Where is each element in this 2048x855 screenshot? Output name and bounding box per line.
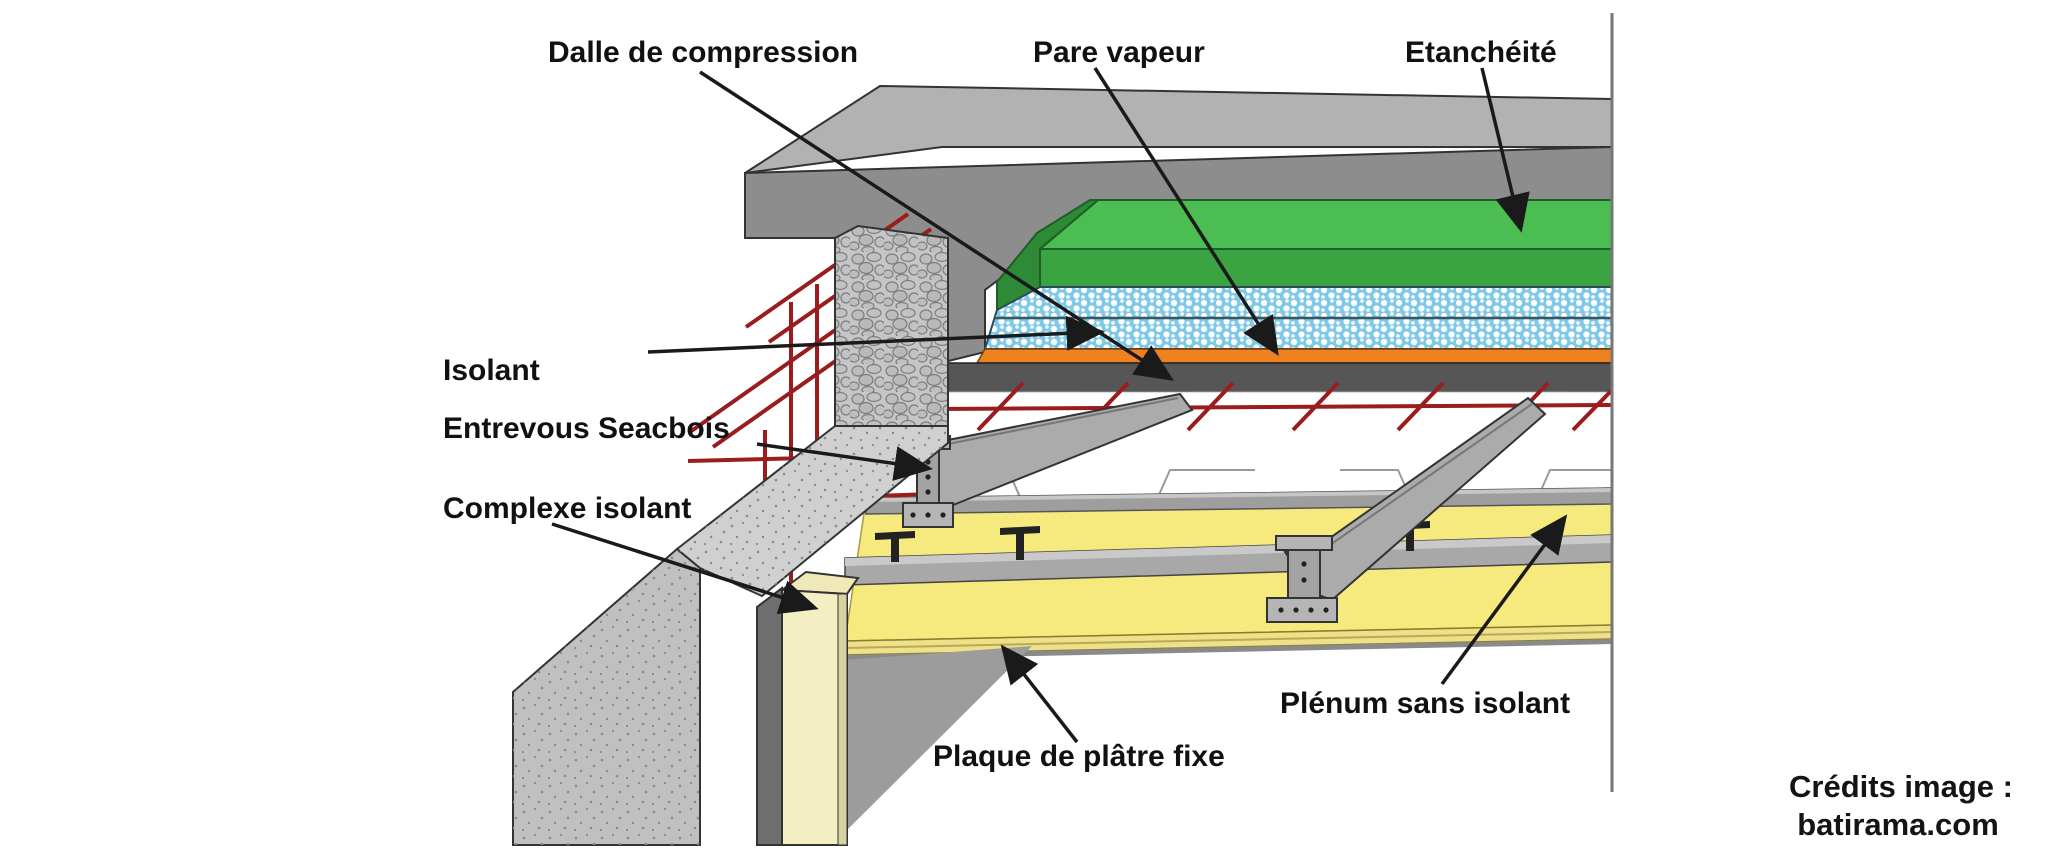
arrow-isolant bbox=[647, 315, 1105, 354]
beam-b-top-flange bbox=[1275, 535, 1333, 551]
label-plenum: Plénum sans isolant bbox=[1280, 687, 1570, 720]
layer-etancheite bbox=[996, 199, 1613, 314]
label-pare-vapeur: Pare vapeur bbox=[1033, 36, 1205, 69]
label-plaque: Plaque de plâtre fixe bbox=[933, 740, 1225, 773]
hanger-icon bbox=[891, 536, 899, 562]
label-isolant: Isolant bbox=[443, 354, 540, 387]
label-complexe: Complexe isolant bbox=[443, 492, 691, 525]
arrow-plenum bbox=[1440, 514, 1568, 686]
credits-line1: Crédits image : bbox=[1789, 769, 2013, 804]
beam-b-web bbox=[1287, 549, 1321, 599]
dalle-front bbox=[874, 362, 1613, 393]
complexe-front-face bbox=[781, 588, 848, 846]
arrow-plaque bbox=[1000, 644, 1079, 744]
complexe-edge-band bbox=[837, 593, 848, 846]
channel-front-lip bbox=[845, 535, 1612, 566]
masonry-pillar bbox=[834, 224, 949, 427]
layer-plaque bbox=[844, 624, 1613, 832]
hanger-icon bbox=[875, 531, 915, 540]
layer-complexe-isolant bbox=[779, 570, 860, 846]
wall-outer-texture bbox=[513, 549, 700, 845]
arrow-pare-vapeur bbox=[1093, 67, 1279, 356]
label-etancheite: Etanchéité bbox=[1405, 36, 1557, 69]
wall-top-texture bbox=[677, 426, 948, 596]
arrow-entrevous bbox=[756, 442, 933, 481]
credits-line2: batirama.com bbox=[1797, 807, 1999, 842]
hanger-icon bbox=[1000, 526, 1040, 535]
hanger-icon bbox=[1016, 532, 1024, 560]
plaque-underside bbox=[845, 646, 1032, 832]
arrow-complexe bbox=[551, 522, 819, 615]
arrow-etancheite bbox=[1480, 67, 1530, 233]
label-entrevous: Entrevous Seacbois bbox=[443, 412, 730, 445]
beam-b-bottom-flange bbox=[1266, 597, 1338, 623]
annotation-arrows bbox=[551, 67, 1568, 744]
etancheite-top-face bbox=[1037, 199, 1613, 250]
beam-b bbox=[1266, 396, 1547, 623]
label-dalle: Dalle de compression bbox=[548, 36, 858, 69]
wall-inner-leaf bbox=[756, 585, 783, 846]
etancheite-front-face bbox=[1039, 248, 1613, 288]
layer-pare-vapeur bbox=[975, 348, 1613, 364]
wall bbox=[512, 425, 949, 846]
